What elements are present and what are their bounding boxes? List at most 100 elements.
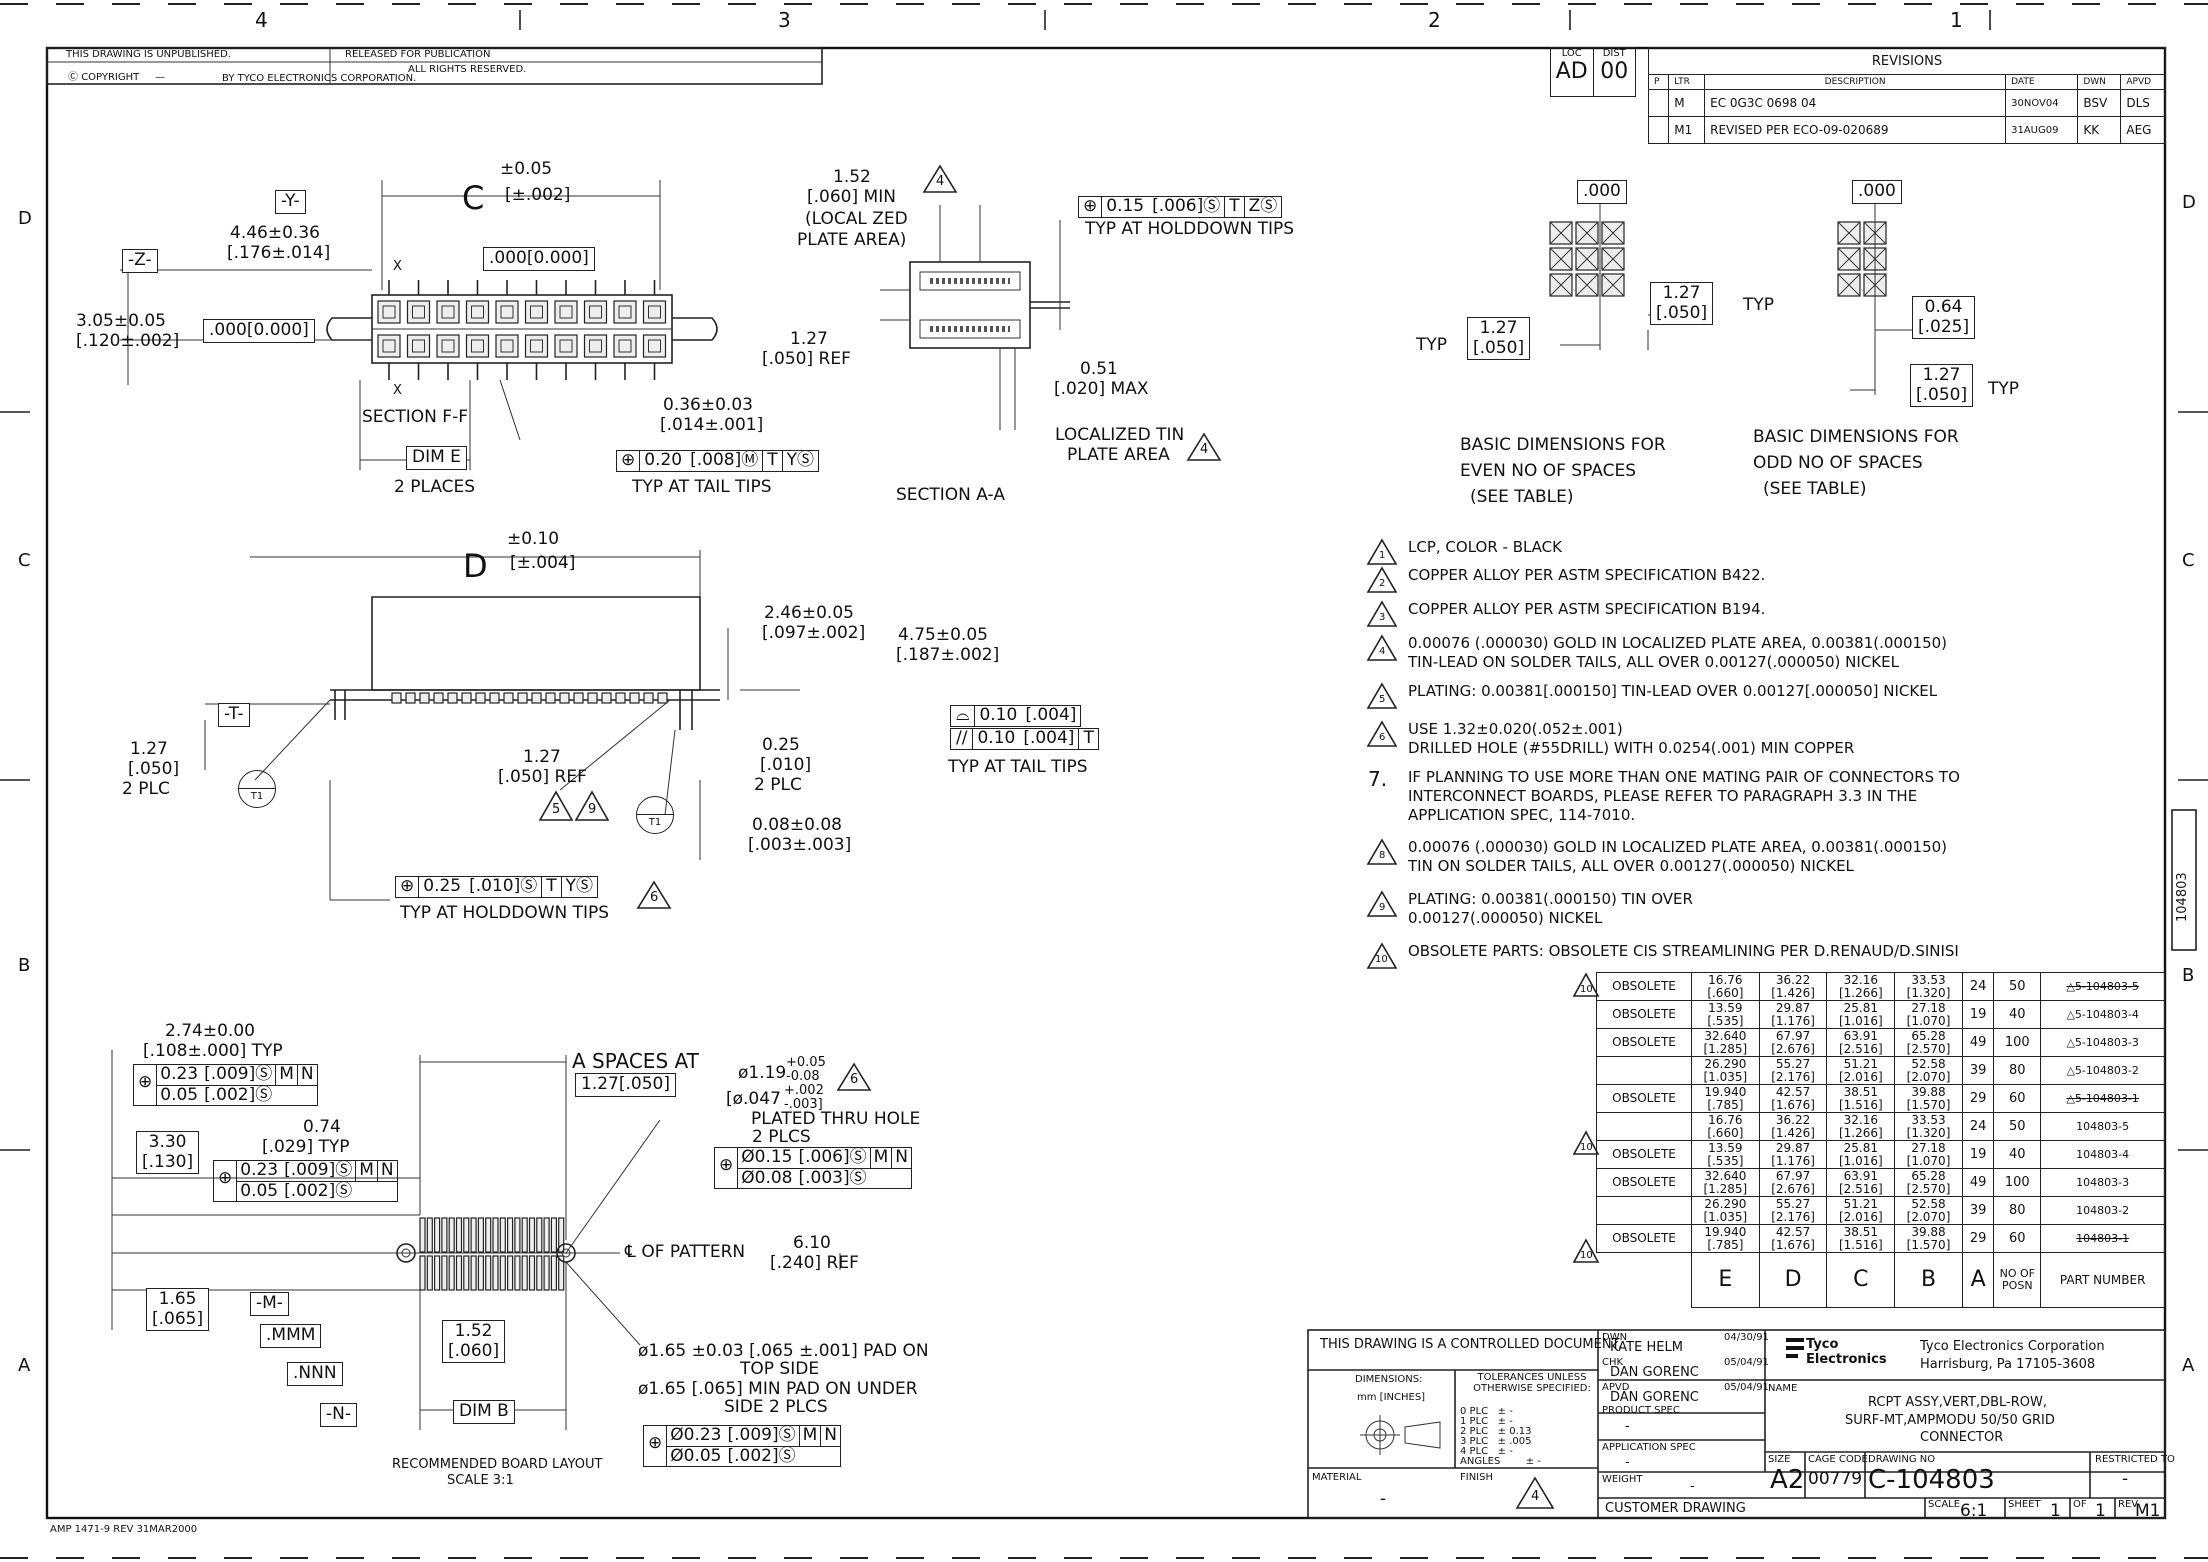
- sa-max: 0.51: [1080, 359, 1118, 379]
- dist-label: DIST: [1602, 48, 1626, 59]
- layout-pad: [485, 1217, 492, 1253]
- table-header-b: B: [1894, 1252, 1963, 1308]
- side-tail-note: TYP AT TAIL TIPS: [948, 757, 1088, 777]
- lay-hole2: [ø.047: [726, 1089, 781, 1109]
- side-r1: 1.27: [523, 747, 561, 767]
- side-view-tail: [391, 692, 402, 704]
- datum-m: -M-: [250, 1292, 289, 1316]
- rev-desc: EC 0G3C 0698 04: [1704, 89, 2007, 117]
- lay-s2-box: 1.52[.060]: [442, 1320, 506, 1364]
- top-view-contact: [583, 300, 608, 324]
- rev-apvd: AEG: [2120, 116, 2166, 144]
- layout-pad: [528, 1255, 536, 1291]
- note-item: 7.IF PLANNING TO USE MORE THAN ONE MATIN…: [1366, 768, 1960, 825]
- section-f-label: SECTION F-F: [362, 407, 468, 427]
- table-cell-status: OBSOLETE: [1596, 1224, 1692, 1253]
- side-view-tail: [433, 692, 444, 704]
- layout-title: RECOMMENDED BOARD LAYOUT: [392, 1457, 603, 1472]
- side-view-tail: [447, 692, 458, 704]
- zone-label-3: 3: [778, 8, 791, 32]
- table-cell-status: OBSOLETE: [1596, 1000, 1692, 1029]
- dwgno-value: C-104803: [1868, 1465, 1995, 1495]
- table-cell-a: 29: [1961, 1084, 1995, 1113]
- fcf-datum-b: YⓈ: [786, 450, 815, 470]
- top-view-contact: [377, 300, 401, 324]
- released-note: RELEASED FOR PUBLICATION: [345, 49, 491, 60]
- app-spec-label: APPLICATION SPEC: [1602, 1442, 1696, 1453]
- table-cell-d: 42.57[1.676]: [1758, 1224, 1828, 1253]
- even-typ-2: TYP: [1416, 335, 1448, 355]
- side-view-tail: [643, 692, 654, 704]
- note-text: LCP, COLOR - BLACK: [1408, 538, 1562, 556]
- side-view-tail: [475, 692, 486, 704]
- zone-label-2: 2: [1428, 8, 1441, 32]
- pos-box-2: .000[0.000]: [203, 319, 315, 343]
- dist-value: 00: [1600, 59, 1629, 84]
- dim-c-tol: ±0.05: [500, 159, 553, 179]
- top-view-contact: [524, 300, 549, 324]
- tolerance-line: 2 PLC ± 0.13: [1460, 1426, 1532, 1437]
- dim-c-inch: [±.002]: [505, 185, 571, 205]
- section-mark-x-top: X: [393, 259, 402, 274]
- sheet-value: 1: [2050, 1501, 2061, 1521]
- table-cell-c: 25.81[1.016]: [1826, 1140, 1896, 1169]
- side-view-tail: [629, 692, 640, 704]
- corp-name: Tyco Electronics Corporation: [1920, 1339, 2105, 1354]
- loc-value: AD: [1555, 59, 1588, 84]
- rev-date: 30NOV04: [2005, 89, 2079, 117]
- dim-h1: 3.05±0.05: [76, 311, 166, 331]
- table-cell-e: 16.76[.660]: [1691, 1112, 1760, 1141]
- side-view-tail: [489, 692, 500, 704]
- layout-pad: [558, 1255, 565, 1291]
- fcf-side-holddown: ⊕ 0.25 [.010]Ⓢ T YⓈ: [395, 876, 599, 898]
- table-flag-10: 10: [1572, 1129, 1600, 1156]
- zone-label-4: 4: [255, 8, 268, 32]
- cage-value: 00779: [1808, 1469, 1863, 1489]
- even-dim-2-box: 1.27[.050]: [1467, 317, 1531, 361]
- top-view-contact: [495, 300, 519, 324]
- side-holddown-note: TYP AT HOLDDOWN TIPS: [400, 903, 610, 923]
- table-cell-part: 104803-5: [2040, 1112, 2165, 1141]
- table-cell-b: 39.88[1.570]: [1894, 1084, 1963, 1113]
- chk-name: DAN GORENC: [1610, 1365, 1699, 1380]
- rev-ltr: M1: [1668, 116, 1706, 144]
- odd-basic-box: .000: [1852, 180, 1902, 204]
- dwn-date: 04/30/91: [1724, 1332, 1769, 1343]
- table-cell-a: 49: [1961, 1168, 1995, 1197]
- fcf-position-symbol: ⊕: [1079, 196, 1103, 217]
- rev-label: REV: [2118, 1499, 2139, 1510]
- even-title-3: (SEE TABLE): [1470, 487, 1574, 507]
- revisions-title: REVISIONS: [1648, 47, 2166, 75]
- side-p1-in: [.050]: [128, 759, 180, 779]
- side-flags-5-9: 5 9: [538, 790, 610, 822]
- table-header-row: E D C B A NO OF POSN PART NUMBER: [1597, 1252, 2165, 1308]
- layout-pad: [492, 1217, 499, 1253]
- top-view-contact: [613, 300, 637, 324]
- table-cell-posn: 100: [1993, 1028, 2042, 1057]
- side-a2-in: [.003±.003]: [748, 835, 852, 855]
- sheet-label: SHEET: [2008, 1499, 2041, 1510]
- table-cell-b: 39.88[1.570]: [1894, 1224, 1963, 1253]
- side-view-tail: [503, 692, 514, 704]
- dwgno-label: DRAWING NO: [1868, 1454, 1936, 1465]
- unpublished-note: THIS DRAWING IS UNPUBLISHED.: [66, 49, 231, 60]
- sa-d1-in: [.060] MIN: [807, 187, 896, 207]
- table-header-c: C: [1826, 1252, 1896, 1308]
- tolerance-line: 1 PLC ± -: [1460, 1416, 1513, 1427]
- dim-d-letter: D: [463, 547, 488, 585]
- table-cell-e: 32.640[1.285]: [1691, 1168, 1760, 1197]
- restricted-value: -: [2122, 1469, 2129, 1489]
- table-cell-part: 104803-4: [2040, 1140, 2165, 1169]
- note-flag: 1: [1366, 538, 1398, 566]
- note-flag: 8: [1366, 838, 1398, 866]
- top-view-contact: [436, 334, 460, 358]
- fcf-position-symbol: ⊕: [134, 1065, 158, 1106]
- table-cell-a: 49: [1961, 1028, 1995, 1057]
- table-cell-posn: 40: [1993, 1140, 2042, 1169]
- zone-label-b-left: B: [18, 955, 31, 976]
- table-cell-status: OBSOLETE: [1596, 1084, 1692, 1113]
